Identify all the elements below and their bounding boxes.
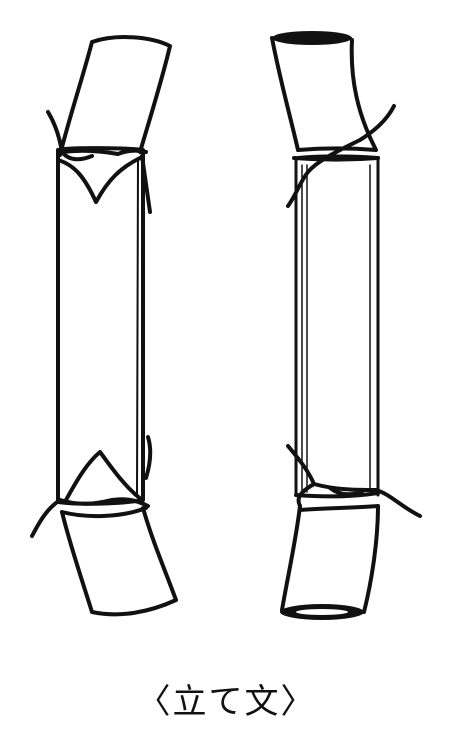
right-bottom-end xyxy=(282,506,378,612)
left-bottom-end xyxy=(62,508,176,614)
tatebumi-illustration xyxy=(0,0,453,670)
left-folded-letter xyxy=(32,37,176,614)
left-bottom-flap xyxy=(66,452,142,500)
right-folded-letter xyxy=(272,31,420,620)
left-top-end xyxy=(60,37,170,155)
left-top-flap xyxy=(58,158,140,202)
right-bottom-opening-inner xyxy=(296,609,348,615)
right-top-end xyxy=(272,38,376,150)
right-body-inner-lines xyxy=(302,165,370,492)
left-bottom-string xyxy=(32,437,150,536)
left-body-inner-edge xyxy=(137,158,138,496)
right-top-opening xyxy=(272,31,352,45)
caption-title: 〈立て文〉 xyxy=(0,672,453,732)
right-body xyxy=(296,160,378,495)
